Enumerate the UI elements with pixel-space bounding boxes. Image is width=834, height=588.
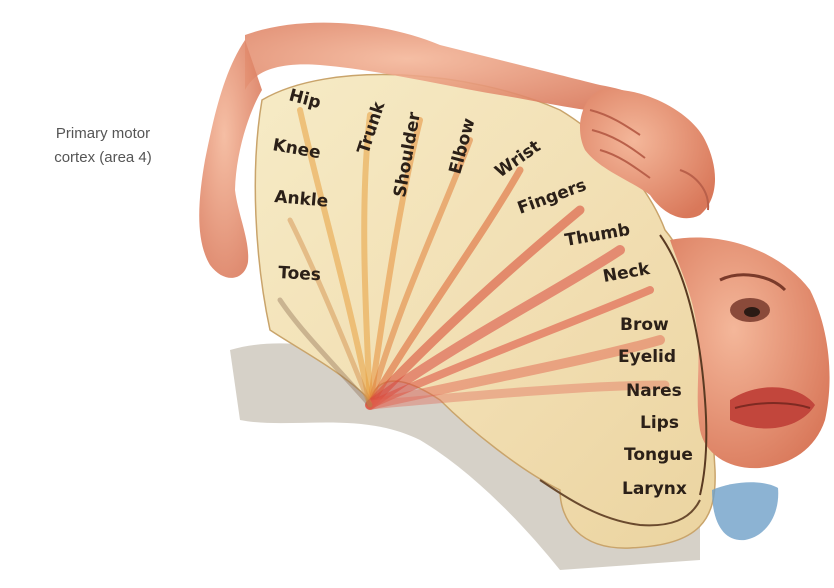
label-nares: Nares <box>626 381 682 401</box>
label-brow: Brow <box>620 315 669 335</box>
larynx-element <box>712 482 778 540</box>
label-eyelid: Eyelid <box>618 347 676 367</box>
label-lips: Lips <box>640 413 679 433</box>
label-larynx: Larynx <box>622 479 687 499</box>
label-tongue: Tongue <box>624 445 693 465</box>
label-toes: Toes <box>278 263 322 285</box>
